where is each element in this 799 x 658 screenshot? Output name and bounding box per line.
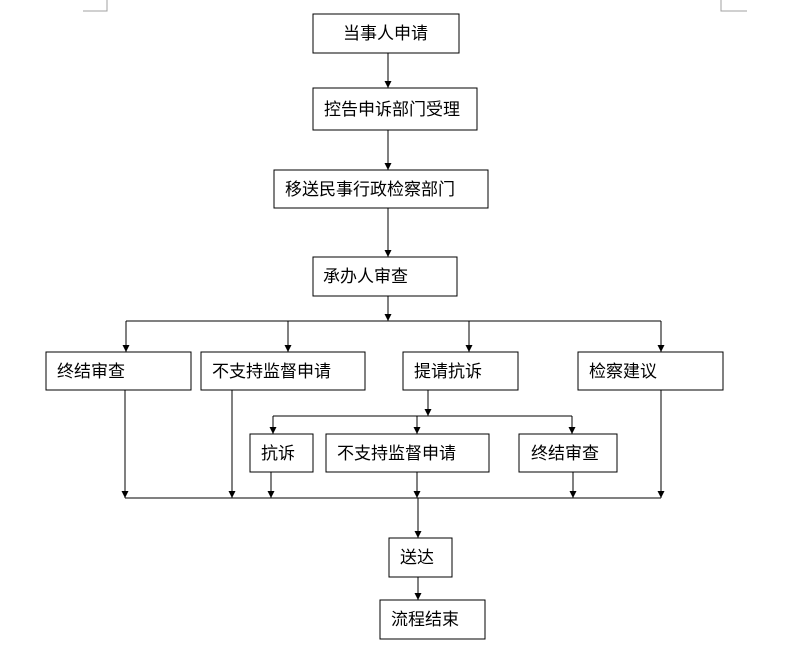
node-protest: 抗诉 (249, 433, 314, 473)
node-not-support-2-label: 不支持监督申请 (337, 444, 456, 464)
node-terminate-review-label: 终结审查 (57, 362, 125, 382)
node-terminate-review-2: 终结审查 (518, 433, 618, 473)
node-protest-label: 抗诉 (261, 444, 295, 464)
arrowhead-merge-not-support (228, 491, 236, 498)
node-procuratorial-advice-label: 检察建议 (589, 362, 657, 382)
node-deliver-label: 送达 (400, 548, 434, 568)
node-accept-label: 控告申诉部门受理 (324, 100, 460, 120)
arrowhead-deliver (414, 531, 422, 538)
node-terminate-review: 终结审查 (45, 351, 192, 391)
node-process-end-label: 流程结束 (391, 610, 459, 630)
arrowhead-terminate-review (122, 345, 130, 352)
connectors (124, 53, 662, 600)
node-review: 承办人审查 (312, 256, 458, 297)
node-apply: 当事人申请 (312, 13, 460, 54)
arrowhead-merge-terminate-review (121, 491, 129, 498)
node-accept: 控告申诉部门受理 (312, 87, 478, 131)
arrowhead-end (414, 593, 422, 600)
node-not-support-label: 不支持监督申请 (212, 362, 331, 382)
page-corner-mark-right (720, 0, 747, 12)
node-not-support-2: 不支持监督申请 (325, 433, 490, 473)
arrowhead-merge-not-support-2 (413, 491, 421, 498)
arrowhead-protest (269, 427, 277, 434)
node-protest-request: 提请抗诉 (402, 351, 519, 391)
page-corner-mark-left (83, 0, 108, 12)
node-apply-label: 当事人申请 (343, 24, 428, 44)
arrowhead-split-mid (424, 409, 432, 416)
node-transfer-label: 移送民事行政检察部门 (285, 180, 455, 200)
arrowhead-split-top (384, 314, 392, 321)
arrowhead-merge-terminate-review-2 (569, 491, 577, 498)
node-procuratorial-advice: 检察建议 (577, 351, 724, 391)
node-not-support: 不支持监督申请 (200, 351, 366, 391)
arrowhead-terminate-review-2 (568, 427, 576, 434)
arrowheads (121, 81, 665, 600)
node-terminate-review-2-label: 终结审查 (531, 444, 599, 464)
arrowhead-accept (384, 81, 392, 88)
arrowhead-procuratorial-advice (657, 345, 665, 352)
arrowhead-merge-procuratorial-advice (657, 491, 665, 498)
arrowhead-review (384, 250, 392, 257)
arrowhead-not-support-2 (413, 427, 421, 434)
node-transfer: 移送民事行政检察部门 (273, 169, 489, 209)
node-protest-request-label: 提请抗诉 (414, 362, 482, 382)
arrowhead-protest-request (465, 345, 473, 352)
arrowhead-transfer (384, 163, 392, 170)
node-deliver: 送达 (388, 537, 453, 578)
arrowhead-merge-protest (267, 491, 275, 498)
arrowhead-not-support (284, 345, 292, 352)
node-review-label: 承办人审查 (323, 267, 408, 287)
node-process-end: 流程结束 (379, 599, 486, 640)
